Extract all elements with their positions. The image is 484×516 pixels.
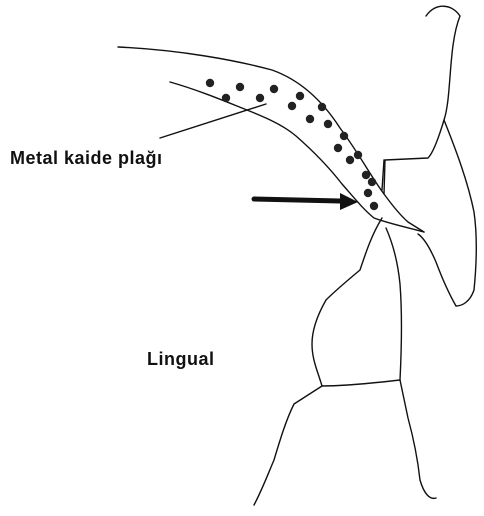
plate-dot: [368, 178, 376, 186]
plate-dot: [222, 94, 230, 102]
plate-dot: [306, 115, 314, 123]
plate-dot: [334, 144, 342, 152]
plate-dot: [296, 92, 304, 100]
base-plate-label: Metal kaide plağı: [10, 148, 163, 169]
base-plate-lower-edge: [170, 82, 424, 232]
lower-tooth-crossline: [322, 380, 400, 386]
plate-dot: [354, 151, 362, 159]
plate-dot: [206, 79, 214, 87]
plate-dot: [364, 189, 372, 197]
plate-dot: [340, 132, 348, 140]
plate-dot: [236, 83, 244, 91]
label-leader-line: [160, 104, 266, 138]
lower-tooth-left-edge: [254, 218, 382, 505]
upper-right-tissue: [418, 120, 476, 306]
plate-dot: [324, 120, 332, 128]
lower-tooth-right-edge: [386, 228, 436, 498]
plate-dot: [270, 85, 278, 93]
upper-tooth-outline: [384, 6, 460, 194]
plate-dot: [346, 156, 354, 164]
right-arrow-icon: [254, 193, 358, 210]
plate-dot: [288, 102, 296, 110]
lingual-label: Lingual: [147, 349, 215, 370]
plate-dot: [318, 103, 326, 111]
plate-dot: [370, 202, 378, 210]
plate-dot: [256, 94, 264, 102]
plate-dot: [362, 171, 370, 179]
base-plate-upper-edge: [118, 47, 424, 232]
